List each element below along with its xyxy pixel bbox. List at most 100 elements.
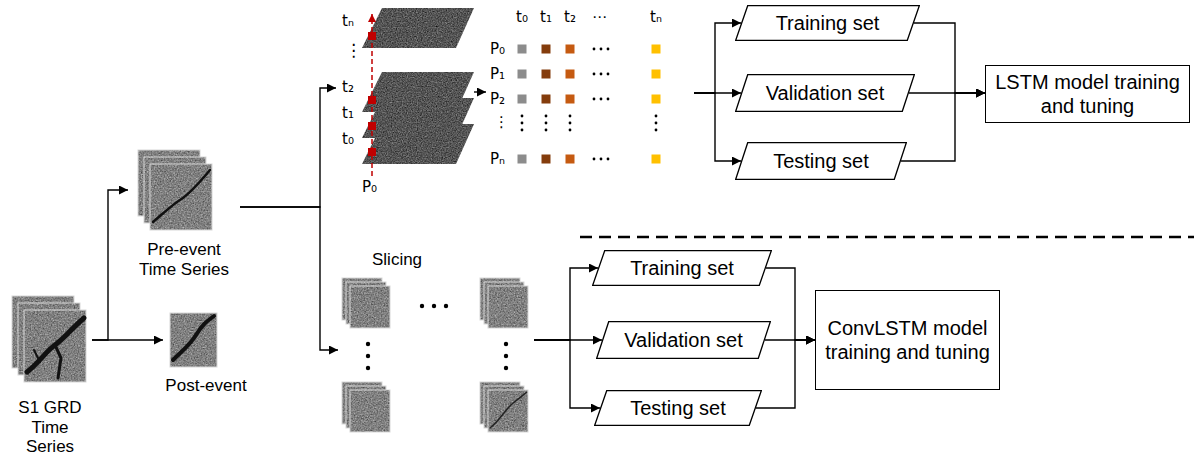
image-slices xyxy=(504,366,508,370)
text-slot: t₀ xyxy=(342,130,362,148)
text-slot: t₂ xyxy=(342,78,362,96)
image-slices xyxy=(350,286,390,328)
layer-stack: tₙ ⋮ t₂ t₁ t₀ P₀ xyxy=(336,4,474,200)
pixel-matrix xyxy=(566,70,575,79)
slice-grid: Slicing xyxy=(338,248,534,436)
layer-stack xyxy=(362,8,474,48)
text-slot: Slicing xyxy=(372,250,452,270)
flow-arrow xyxy=(534,268,598,340)
axis-label: t₁ xyxy=(342,104,362,122)
pixel-matrix xyxy=(655,115,658,118)
axis-label: P₂ xyxy=(490,90,514,108)
pixel-matrix xyxy=(607,73,610,76)
separator-line xyxy=(580,236,1194,239)
sar-image xyxy=(170,313,217,367)
sar-image-stack xyxy=(138,150,212,230)
image-stack: Pre-event Time Series xyxy=(128,146,240,292)
text-slot: Post-event xyxy=(163,376,249,396)
process-label: ConvLSTM model training and tuning xyxy=(824,316,991,364)
pixel-matrix xyxy=(566,95,575,104)
image-slices xyxy=(350,390,390,432)
axis-label: Pₙ xyxy=(490,150,514,168)
figure-label: Slicing xyxy=(372,250,452,270)
set-label: Testing set xyxy=(773,149,869,173)
text-slot: t₂ xyxy=(564,8,588,26)
pixel-matrix xyxy=(593,48,596,51)
flow-arrow xyxy=(694,23,741,93)
parallelogram-outline xyxy=(597,322,771,359)
axis-label: tₙ xyxy=(650,8,674,26)
pixel-matrix xyxy=(545,129,548,132)
image-slices xyxy=(366,342,370,346)
sar-image xyxy=(170,313,217,367)
pixel-matrix xyxy=(518,95,527,104)
image-slices xyxy=(342,278,528,432)
flow-arrow xyxy=(240,207,338,350)
parallelogram-outline xyxy=(736,143,907,180)
pixel-matrix xyxy=(652,95,661,104)
pixel-matrix xyxy=(569,129,572,132)
text-slot: tₙ xyxy=(650,8,674,26)
image-slices xyxy=(488,286,528,328)
layer-stack xyxy=(362,8,474,176)
data-set: Training set xyxy=(735,5,920,41)
flow-arrow xyxy=(92,190,128,340)
sar-image xyxy=(170,313,217,367)
image-slices xyxy=(366,354,370,358)
pixel-matrix xyxy=(521,115,524,118)
text-slot: t₁ xyxy=(342,104,362,122)
axis-label: tₙ xyxy=(342,12,362,30)
sar-image-stack xyxy=(153,170,210,222)
pixel-matrix xyxy=(600,158,603,161)
parallelogram-outline xyxy=(593,251,772,286)
pixel-matrix xyxy=(593,98,596,101)
set-label: Validation set xyxy=(766,81,885,105)
figure-label: Post-event xyxy=(163,376,249,396)
image-slices xyxy=(488,390,528,432)
pixel-matrix xyxy=(652,45,661,54)
image-slices xyxy=(488,286,528,328)
pixel-matrix xyxy=(545,115,548,118)
set-label: Training set xyxy=(776,11,880,35)
axis-label: t₀ xyxy=(342,130,362,148)
pixel-matrix xyxy=(566,155,575,164)
pixel-matrix xyxy=(545,122,548,125)
axis-label: P₁ xyxy=(490,65,514,83)
text-slot: t₀ xyxy=(516,8,540,26)
pixel-matrix xyxy=(542,95,551,104)
data-set: Testing set xyxy=(735,142,907,180)
pixel-matrix xyxy=(607,98,610,101)
text-slot: P₀ xyxy=(490,40,514,58)
axis-label: P₀ xyxy=(362,178,386,196)
parallelogram-outline xyxy=(736,75,915,112)
text-slot: tₙ xyxy=(342,12,362,30)
image-slices xyxy=(444,304,448,308)
image-slices xyxy=(420,304,424,308)
pixel-matrix xyxy=(521,129,524,132)
flow-arrow xyxy=(534,340,600,408)
pixel-matrix xyxy=(518,70,527,79)
image-slices xyxy=(366,366,370,370)
text-slot: ⋮ xyxy=(345,40,361,60)
text-slot: Pₙ xyxy=(490,150,514,168)
sar-image-stack xyxy=(34,350,40,362)
image: Post-event xyxy=(163,310,249,400)
sar-image xyxy=(173,316,214,360)
flow-arrow xyxy=(694,93,741,161)
parallelogram-outline xyxy=(595,391,762,426)
pixel-matrix xyxy=(652,155,661,164)
pixel-matrix xyxy=(593,73,596,76)
axis-label: ⋮ xyxy=(494,113,514,131)
data-set: Validation set xyxy=(735,74,915,112)
pixel-matrix xyxy=(542,70,551,79)
sar-image-stack xyxy=(150,164,212,230)
sar-image-stack xyxy=(24,310,86,382)
process-box: ConvLSTM model training and tuning xyxy=(815,290,1000,390)
figure-label: Pre-event Time Series xyxy=(128,240,240,279)
pixel-matrix xyxy=(600,73,603,76)
image-slices xyxy=(504,354,508,358)
axis-label: ⋯ xyxy=(592,8,616,26)
axis-label: t₁ xyxy=(540,8,564,26)
pixel-matrix xyxy=(518,45,661,164)
